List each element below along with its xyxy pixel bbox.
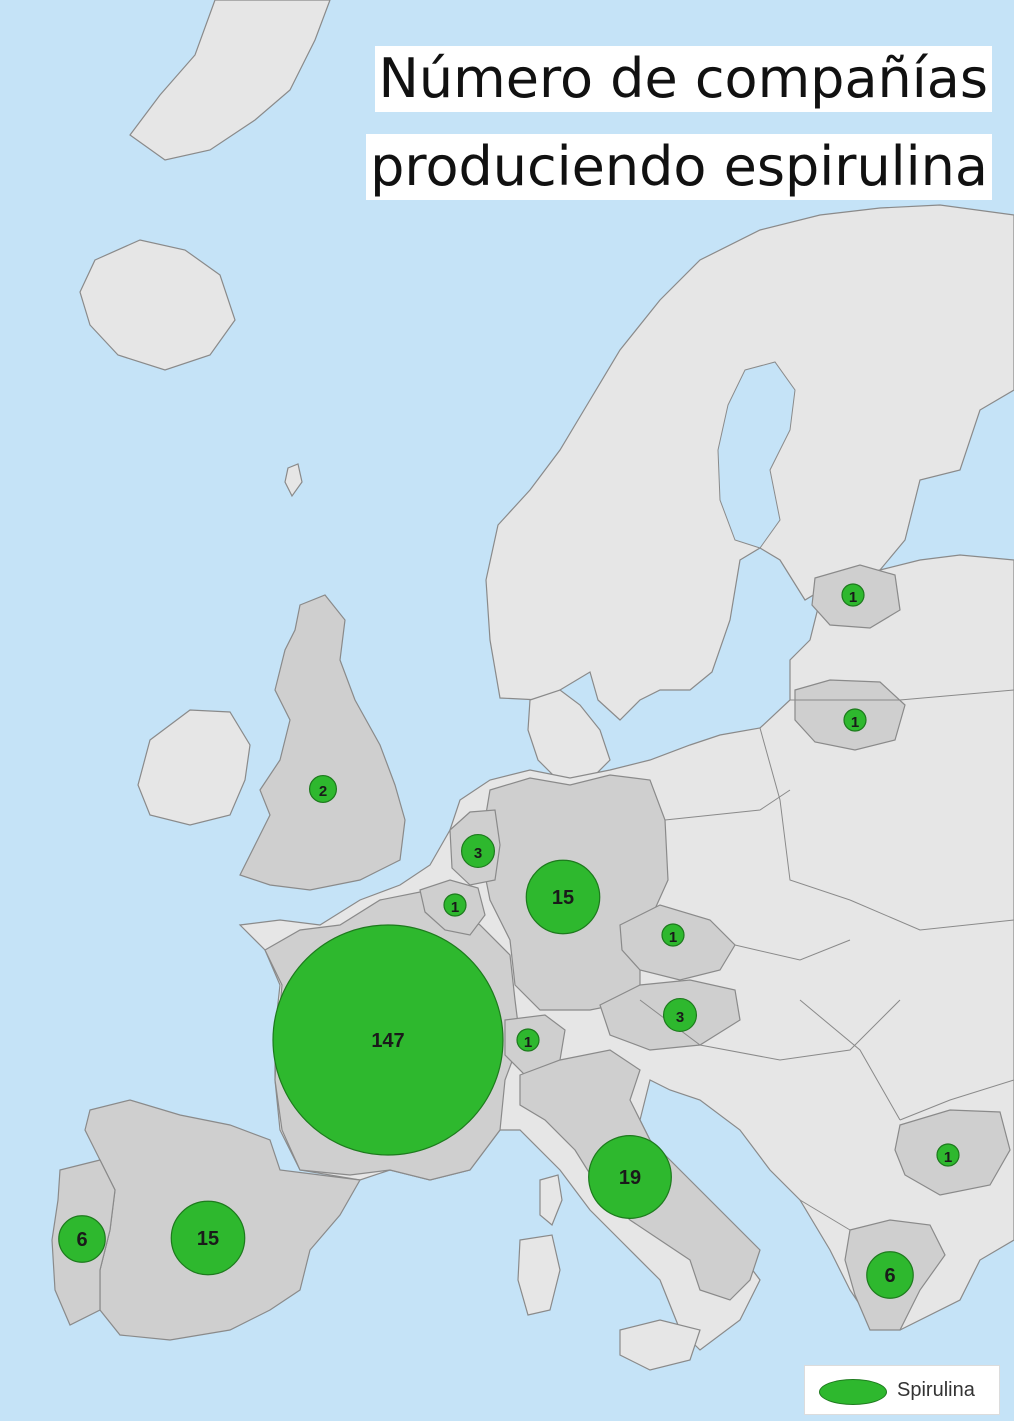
bubble-label-czech-republic: 1 (669, 929, 677, 946)
land-greenland (129, 0, 331, 161)
bubble-austria (662, 997, 698, 1033)
bubble-label-germany: 15 (552, 887, 574, 909)
legend-label: Spirulina (897, 1379, 975, 1401)
bubble-estonia (841, 583, 865, 607)
bubble-label-bulgaria: 1 (944, 1149, 952, 1166)
land-denmark (527, 689, 611, 783)
bubble-switzerland (516, 1028, 540, 1052)
land-iceland (79, 239, 236, 371)
bubble-layer: 147 19 15 15 6 6 3 3 2 1 1 1 1 1 1 (58, 583, 960, 1299)
land-sicily (619, 1319, 701, 1371)
bubble-germany (525, 859, 601, 935)
land-ireland (137, 709, 251, 826)
land-faroe (284, 463, 303, 498)
bubble-label-greece: 6 (884, 1265, 895, 1287)
bubble-united-kingdom (308, 774, 338, 804)
bubble-france (272, 924, 504, 1156)
bubble-lithuania (843, 708, 867, 732)
legend-swatch (819, 1379, 887, 1405)
bubble-netherlands (460, 833, 496, 869)
bubble-label-estonia: 1 (849, 589, 857, 606)
country-united-kingdom (239, 594, 406, 891)
bubble-label-lithuania: 1 (851, 714, 859, 731)
bubble-czech-republic (661, 923, 685, 947)
bubble-label-spain: 15 (197, 1228, 219, 1250)
bubble-label-italy: 19 (619, 1167, 641, 1189)
bubble-portugal (58, 1215, 106, 1263)
bubble-label-portugal: 6 (76, 1229, 87, 1251)
title-line-2: produciendo espirulina (366, 134, 992, 200)
land-sardinia (517, 1234, 561, 1316)
title-line-1: Número de compañías (374, 46, 992, 112)
bubble-label-france: 147 (371, 1030, 404, 1052)
bubble-label-belgium: 1 (451, 899, 459, 916)
land-corsica (539, 1174, 563, 1226)
bubble-belgium (443, 893, 467, 917)
bubble-spain (170, 1200, 246, 1276)
legend: Spirulina (804, 1365, 1000, 1415)
bubble-bulgaria (936, 1143, 960, 1167)
bubble-label-austria: 3 (676, 1009, 684, 1026)
bubble-greece (866, 1251, 914, 1299)
bubble-label-netherlands: 3 (474, 845, 482, 862)
bubble-label-united-kingdom: 2 (319, 783, 327, 800)
gulf-of-bothnia (717, 361, 796, 549)
bubble-italy (588, 1135, 672, 1219)
bubble-label-switzerland: 1 (524, 1034, 532, 1051)
